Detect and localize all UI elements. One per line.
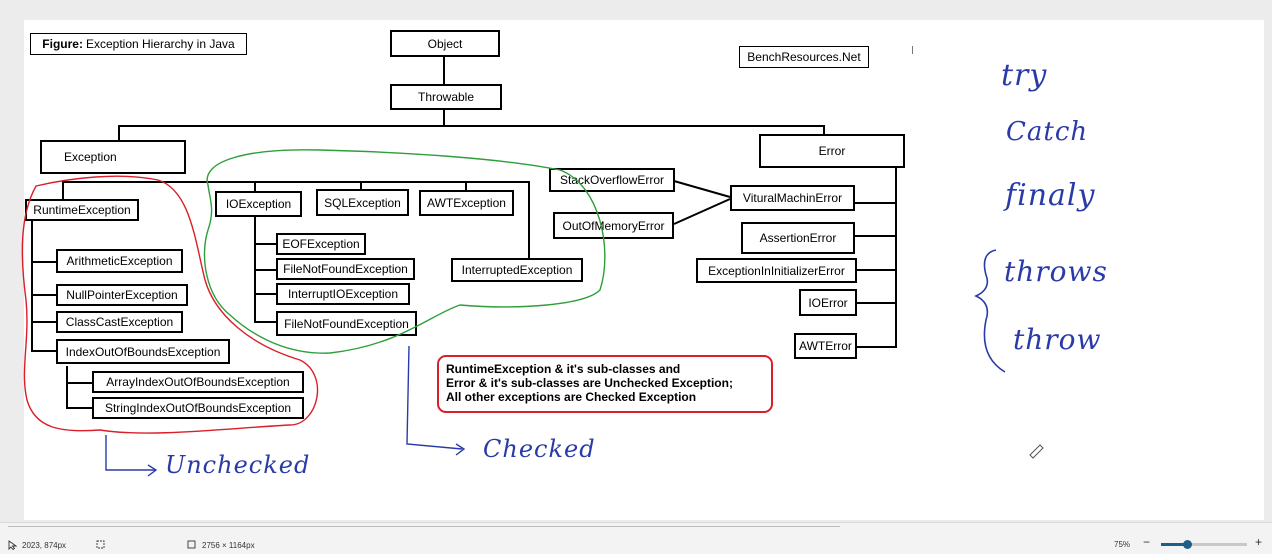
node-out-of-memory-error: OutOfMemoryError (553, 212, 674, 239)
figure-caption-text: Exception Hierarchy in Java (85, 37, 235, 51)
node-awt-error: AWTError (794, 333, 857, 359)
checked-handwritten-label: Checked (483, 435, 596, 463)
diagram-paper (24, 20, 1264, 520)
status-bar: 2023, 874px 2756 × 1164px 75% − + (0, 522, 1272, 554)
node-io-exception: IOException (215, 191, 302, 217)
node-exception: Exception (40, 140, 186, 174)
zoom-level[interactable]: 75% (1114, 540, 1131, 549)
zoom-slider-fill (1161, 543, 1187, 546)
node-sql-exception: SQLException (316, 189, 409, 216)
image-size-icon (187, 540, 196, 549)
node-exception-in-initializer-error: ExceptionInInitializerError (696, 258, 857, 283)
note-line-3: All other exceptions are Checked Excepti… (446, 390, 697, 404)
figure-caption-label: Figure: (42, 37, 83, 51)
cursor-position-text: 2023, 874px (22, 540, 67, 550)
figure-caption: Figure: Exception Hierarchy in Java (30, 33, 247, 55)
pointer-icon (8, 540, 17, 550)
node-object: Object (390, 30, 500, 57)
zoom-in-button[interactable]: + (1255, 535, 1263, 549)
note-line-1: RuntimeException & it's sub-classes and (446, 362, 681, 376)
node-file-not-found-exception-2: FileNotFoundException (276, 311, 417, 336)
zoom-out-button[interactable]: − (1143, 535, 1151, 549)
zoom-slider[interactable] (1161, 540, 1247, 549)
node-virtual-machine-error: VituralMachinError (730, 185, 855, 211)
node-throwable: Throwable (390, 84, 502, 110)
selection-icon (96, 540, 105, 549)
node-null-pointer-exception: NullPointerException (56, 284, 188, 306)
node-string-index-out-of-bounds-exception: StringIndexOutOfBoundsException (92, 397, 304, 419)
node-array-index-out-of-bounds-exception: ArrayIndexOutOfBoundsException (92, 371, 304, 393)
cursor-position: 2023, 874px (8, 540, 66, 550)
error-branch-connector (673, 180, 731, 225)
handwritten-finally: finaly (1005, 178, 1096, 213)
zoom-slider-thumb[interactable] (1182, 540, 1192, 549)
image-canvas[interactable]: Figure: Exception Hierarchy in Java Benc… (0, 0, 1272, 522)
cursor-caret (912, 46, 913, 54)
unchecked-checked-note: RuntimeException & it's sub-classes and … (437, 355, 773, 413)
node-stack-overflow-error: StackOverflowError (549, 168, 675, 192)
image-size-text: 2756 × 1164px (202, 540, 255, 550)
node-interrupted-exception: InterruptedException (451, 258, 583, 282)
node-index-out-of-bounds-exception: IndexOutOfBoundsException (56, 339, 230, 364)
watermark: BenchResources.Net (739, 46, 869, 68)
node-arithmetic-exception: ArithmeticException (56, 249, 183, 273)
unchecked-loop (21, 175, 319, 434)
image-size: 2756 × 1164px (187, 540, 255, 550)
node-assertion-error: AssertionError (741, 222, 855, 254)
note-line-2: Error & it's sub-classes are Unchecked E… (446, 376, 733, 390)
node-io-error: IOError (799, 289, 857, 316)
unchecked-handwritten-label: Unchecked (165, 451, 311, 479)
node-awt-exception: AWTException (419, 190, 514, 216)
node-interrupt-io-exception: InterruptIOException (276, 283, 410, 305)
node-error: Error (759, 134, 905, 168)
selection-size (96, 540, 106, 550)
handwritten-catch: Catch (1006, 117, 1089, 147)
node-file-not-found-exception: FileNotFoundException (276, 258, 415, 280)
hand-annotations (21, 149, 1044, 477)
handwritten-throws: throws (1004, 255, 1108, 288)
node-eof-exception: EOFException (276, 233, 366, 255)
status-bar-separator (8, 526, 840, 527)
node-class-cast-exception: ClassCastException (56, 311, 183, 333)
node-runtime-exception: RuntimeException (25, 199, 139, 221)
handwritten-throw: throw (1013, 323, 1102, 356)
handwritten-try: try (1001, 58, 1048, 93)
checked-loop (203, 149, 606, 354)
